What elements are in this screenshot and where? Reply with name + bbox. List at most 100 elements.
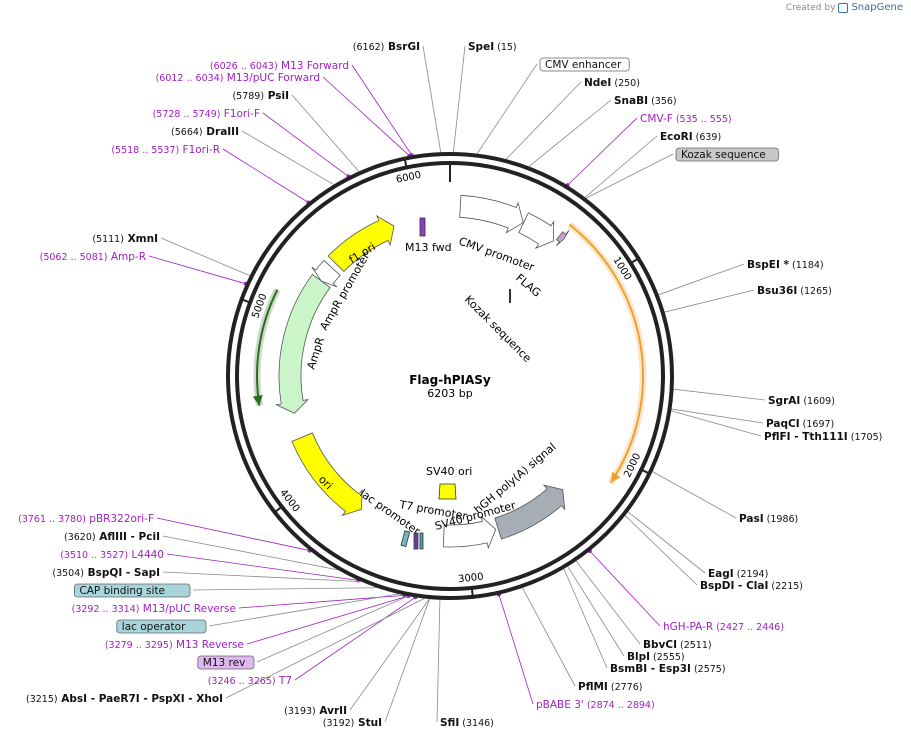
label-text-cap-binding-site: CAP binding site [79,585,165,597]
feature-f1-ori[interactable] [327,214,395,273]
label-text-blpi: BlpI (2555) [627,651,685,663]
label-text-spei: SpeI (15) [468,41,517,53]
callout-line-m13-rev [256,595,409,663]
callout-line-t7 [294,596,416,681]
label-kozak-sequence[interactable]: Kozak sequence [675,147,779,162]
label-bspdi[interactable]: BspDI - ClaI (2215) [700,580,803,592]
lac-promoter-feature [400,530,411,547]
label-text-bbvci: BbvCI (2511) [643,639,712,651]
label-text-pflfi: PflFI - Tth111I (1705) [764,431,882,443]
feature-flag[interactable] [555,230,570,247]
label-text-cmv-enhancer: CMV enhancer [545,59,622,71]
label-blpi[interactable]: BlpI (2555) [627,651,685,663]
label-text-l4440: (3510 .. 3527) L4440 [60,549,164,561]
label-draiii[interactable]: (5664) DraIII [171,126,239,138]
label-text-m13-reverse: (3279 .. 3295) M13 Reverse [105,639,244,651]
feature-sv40-promoter[interactable] [442,515,497,550]
label-l4440[interactable]: (3510 .. 3527) L4440 [60,549,164,561]
label-ecori[interactable]: EcoRI (639) [660,131,721,143]
label-bsu36i[interactable]: Bsu36I (1265) [757,285,832,297]
callout-line-sgrai [673,388,766,401]
label-cap-binding-site[interactable]: CAP binding site [74,583,191,598]
label-text-stui: (3192) StuI [323,717,382,729]
label-stui[interactable]: (3192) StuI [323,717,382,729]
label-text-cmv-f: CMV-F (535 .. 555) [640,113,732,125]
label-pasi[interactable]: PasI (1986) [739,513,798,525]
plasmid-name: Flag-hPIASy [409,373,491,387]
callout-line-pasi [652,471,737,519]
label-xmni[interactable]: (5111) XmnI [92,233,158,245]
label-pflfi[interactable]: PflFI - Tth111I (1705) [764,431,882,443]
feature-ampr[interactable] [275,273,331,414]
label-bspqi[interactable]: (3504) BspQI - SapI [52,567,160,579]
label-text-ecori: EcoRI (639) [660,131,721,143]
orf-glow-1 [253,288,281,407]
snapgene-name: SnapGene [851,2,903,13]
label-text-amp-r: (5062 .. 5081) Amp-R [40,251,146,263]
label-text-sgrai: SgrAI (1609) [768,395,835,407]
label-avrii[interactable]: (3193) AvrII [284,705,347,717]
label-text-bsmbi: BsmBI - Esp3I (2575) [610,663,726,675]
label-paqci[interactable]: PaqCI (1697) [766,418,834,430]
feature-cmv-enhancer[interactable] [459,194,524,234]
label-snabi[interactable]: SnaBI (356) [614,95,677,107]
callout-line-cap-binding-site [192,587,377,591]
label-text-eagi: EagI (2194) [708,568,768,580]
label-m13-puc-reverse[interactable]: (3292 .. 3314) M13/pUC Reverse [72,603,236,615]
label-m13-forward[interactable]: (6026 .. 6043) M13 Forward [210,60,349,72]
feature-hgh-poly-a-signal[interactable] [494,484,566,540]
label-bsmbi[interactable]: BsmBI - Esp3I (2575) [610,663,726,675]
label-pbr322ori-f[interactable]: (3761 .. 3780) pBR322ori-F [18,513,154,525]
label-lac-operator[interactable]: lac operator [116,619,207,634]
callout-line-m13-puc-forward [322,76,410,157]
orf-arrowhead-0 [610,471,621,483]
label-cmv-f[interactable]: CMV-F (535 .. 555) [640,113,732,125]
callout-line-draiii [241,130,334,185]
label-afliii[interactable]: (3620) AflIII - PciI [64,531,160,543]
label-text-bsrgi: (6162) BsrGI [353,41,420,53]
callout-line-pbr322ori-f [156,517,310,551]
label-text-draiii: (5664) DraIII [171,126,239,138]
label-text-sfii: SfiI (3146) [440,717,494,729]
label-ndei[interactable]: NdeI (250) [584,77,640,89]
label-bsrgi[interactable]: (6162) BsrGI [353,41,420,53]
label-pbabe-3[interactable]: pBABE 3' (2874 .. 2894) [536,699,655,711]
label-bspei[interactable]: BspEI * (1184) [747,259,824,271]
label-hgh-pa-r[interactable]: hGH-PA-R (2427 .. 2446) [663,621,784,633]
label-spei[interactable]: SpeI (15) [468,41,517,53]
label-sfii[interactable]: SfiI (3146) [440,717,494,729]
label-t7[interactable]: (3246 .. 3265) T7 [208,675,292,687]
label-f1ori-r[interactable]: (5518 .. 5537) F1ori-R [111,144,220,156]
feature-cmv-promoter[interactable] [518,212,555,250]
inner-label-cmv-promoter: CMV promoter [457,235,536,274]
label-absi[interactable]: (3215) AbsI - PaeR7I - PspXI - XhoI [26,693,223,705]
label-sgrai[interactable]: SgrAI (1609) [768,395,835,407]
callout-line-cmv-f [567,117,638,186]
snapgene-branding: Created by SnapGene [786,2,903,13]
label-amp-r[interactable]: (5062 .. 5081) Amp-R [40,251,146,263]
label-f1ori-f[interactable]: (5728 .. 5749) F1ori-F [153,108,260,120]
label-cmv-enhancer[interactable]: CMV enhancer [539,57,630,72]
sv40-ori-feature [438,483,457,500]
label-text-pasi: PasI (1986) [739,513,798,525]
label-eagi[interactable]: EagI (2194) [708,568,768,580]
label-pflmi[interactable]: PflMI (2776) [578,681,642,693]
backbone-inner-ring [235,161,665,591]
label-bbvci[interactable]: BbvCI (2511) [643,639,712,651]
tick-6000 [403,156,408,170]
label-text-bsu36i: Bsu36I (1265) [757,285,832,297]
label-m13-rev[interactable]: M13 rev [197,655,255,670]
callout-line-psii [291,94,360,172]
callout-line-snabi [528,99,612,167]
label-m13-reverse[interactable]: (3279 .. 3295) M13 Reverse [105,639,244,651]
feature-ori[interactable] [291,432,363,517]
label-text-paqci: PaqCI (1697) [766,418,834,430]
label-m13-puc-forward[interactable]: (6012 .. 6034) M13/pUC Forward [156,72,320,84]
plasmid-size: 6203 bp [427,387,472,400]
label-psii[interactable]: (5789) PsiI [232,90,289,102]
feature-ampr-promoter[interactable] [311,259,341,288]
tick-5000 [239,297,253,305]
label-text-m13-rev: M13 rev [203,657,246,669]
callout-line-amp-r [148,255,246,285]
